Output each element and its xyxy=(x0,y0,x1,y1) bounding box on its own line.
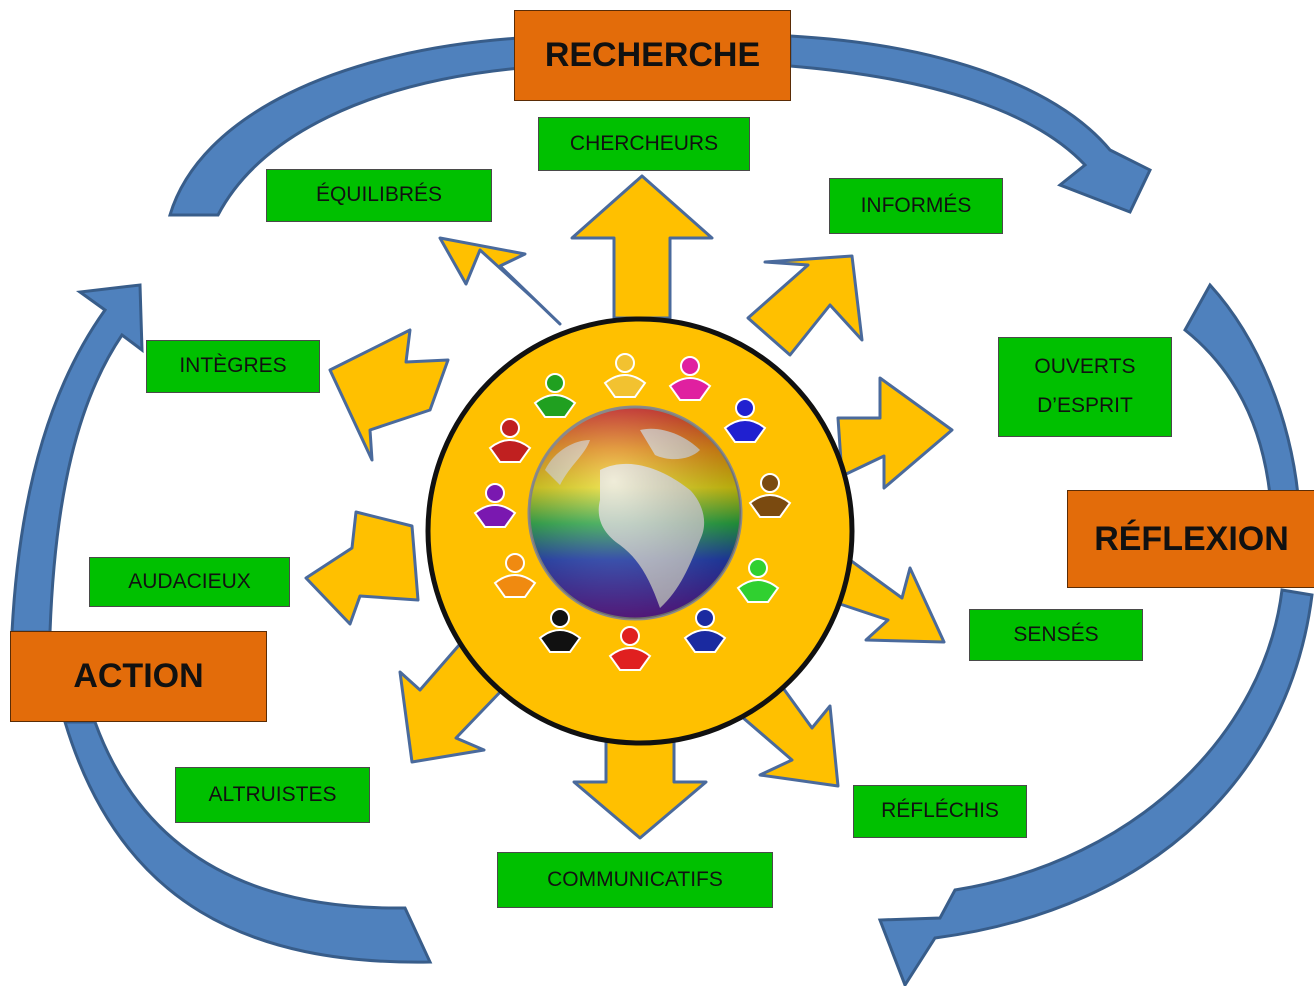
arrow-right xyxy=(836,376,954,490)
cycle-arrow-left xyxy=(10,283,144,634)
phase-reflexion: RÉFLEXION xyxy=(1067,490,1314,588)
trait-senses: SENSÉS xyxy=(969,609,1143,661)
radial-arrows xyxy=(304,174,954,840)
arrow-up xyxy=(570,174,714,320)
arrow-up-left xyxy=(438,236,562,326)
trait-equilibres: ÉQUILIBRÉS xyxy=(266,169,492,222)
trait-audacieux: AUDACIEUX xyxy=(89,557,290,607)
arrow-up-right xyxy=(746,254,864,357)
cycle-arrow-bottom-right xyxy=(877,588,1314,986)
phase-action: ACTION xyxy=(10,631,267,722)
arrow-left-up xyxy=(328,328,450,462)
trait-altruistes: ALTRUISTES xyxy=(175,767,370,823)
trait-informes: INFORMÉS xyxy=(829,178,1003,234)
people-ring xyxy=(473,353,792,671)
trait-ouverts-d-esprit: OUVERTS D’ESPRIT xyxy=(998,337,1172,437)
trait-chercheurs: CHERCHEURS xyxy=(538,117,750,171)
arrow-left xyxy=(304,510,420,626)
cycle-arrow-bottom-left xyxy=(62,720,433,964)
trait-communicatifs: COMMUNICATIFS xyxy=(497,852,773,908)
trait-integres: INTÈGRES xyxy=(146,340,320,393)
cycle-arrow-top-right xyxy=(788,34,1152,214)
cycle-arrows xyxy=(10,34,1314,986)
arrow-down-left xyxy=(398,642,506,764)
trait-reflechis: RÉFLÉCHIS xyxy=(853,785,1027,838)
globe-with-people-icon xyxy=(527,405,743,621)
cycle-arrow-right xyxy=(1183,282,1300,497)
phase-recherche: RECHERCHE xyxy=(514,10,791,101)
center-emblem xyxy=(425,316,855,746)
